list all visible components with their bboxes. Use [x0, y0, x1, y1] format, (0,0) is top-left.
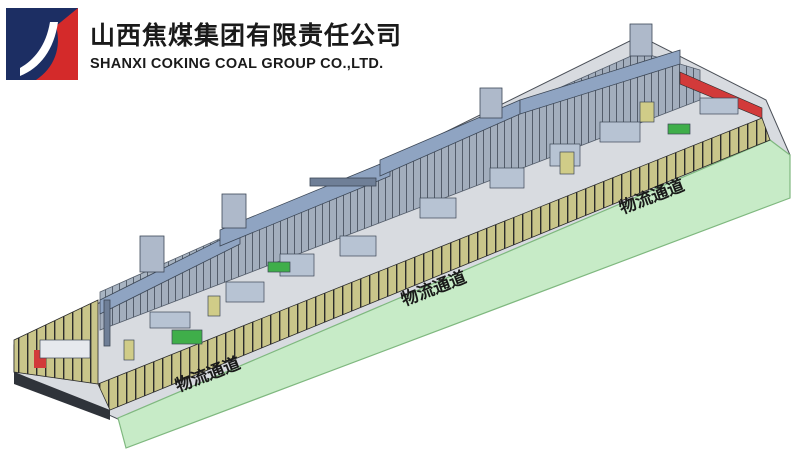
base-plinth	[14, 372, 110, 420]
company-name-chinese: 山西焦煤集团有限责任公司	[90, 21, 403, 50]
right-end-fence	[679, 71, 763, 119]
logistics-lane	[117, 139, 791, 449]
company-name-english: SHANXI COKING COAL GROUP CO.,LTD.	[90, 56, 384, 72]
shanxi-coking-coal-logo-icon	[6, 8, 78, 80]
workstations	[39, 97, 739, 361]
gantry-crane-2	[219, 159, 391, 247]
company-header: 山西焦煤集团有限责任公司 SHANXI COKING COAL GROUP CO…	[6, 8, 401, 80]
gantry-crane-4	[519, 23, 681, 115]
gantry-crane-3	[379, 87, 521, 177]
front-safety-fence	[97, 117, 771, 411]
gantry-crane-1	[99, 229, 241, 347]
